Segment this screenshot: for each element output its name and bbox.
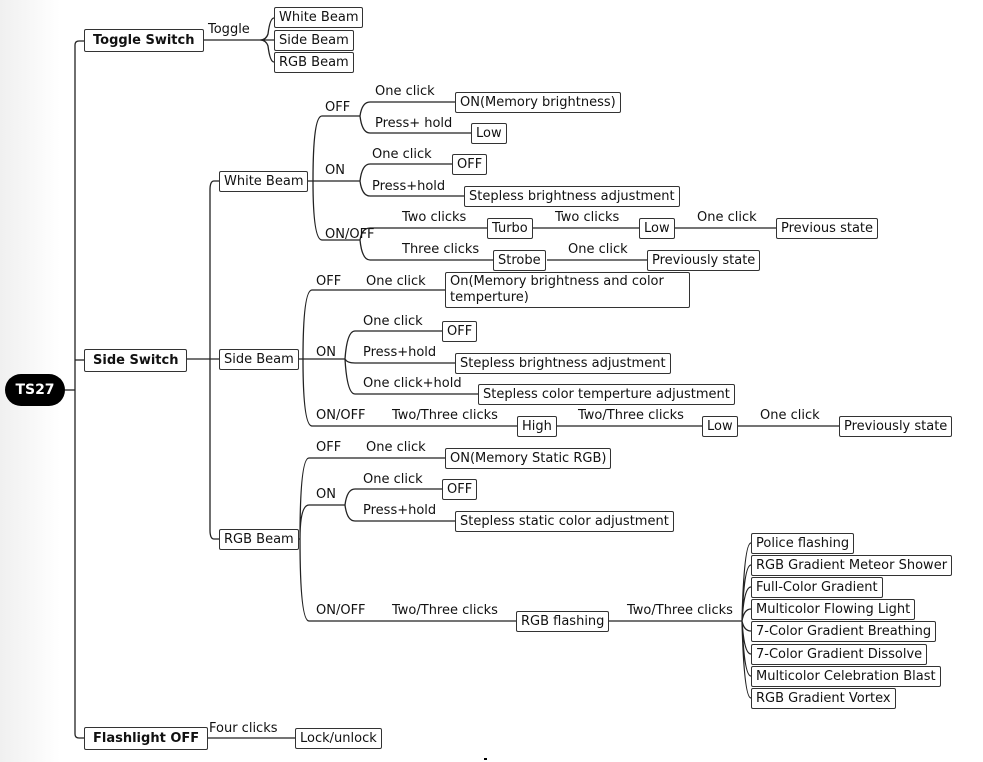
toggle-side-beam-node[interactable]: Side Beam [274,30,354,51]
edge-label: Three clicks [402,242,480,257]
edge-label: Two/Three clicks [392,603,498,618]
white-beam-off-node[interactable]: OFF [452,154,488,175]
root-node[interactable]: TS27 [5,374,65,406]
connector-side-beam [295,289,517,427]
toggle-edge-label: Toggle [208,22,250,37]
edge-label: One click [568,242,628,257]
side-beam-off-node[interactable]: OFF [442,321,478,342]
flashlight-off-node[interactable]: Flashlight OFF [84,727,209,750]
edge-label: Two clicks [402,210,467,225]
edge-label: Two clicks [555,210,620,225]
mode-rgb-gradient-vortex[interactable]: RGB Gradient Vortex [751,688,896,709]
edge-label: Two/Three clicks [392,408,498,423]
edge-label: Two/Three clicks [578,408,684,423]
side-beam-low-node[interactable]: Low [702,416,738,437]
edge-label: One click [372,147,432,162]
mode-full-color-gradient[interactable]: Full-Color Gradient [751,577,883,598]
white-beam-memory-brightness-node[interactable]: ON(Memory brightness) [455,92,621,113]
edge-label: One click [697,210,757,225]
edge-label: One click [366,440,426,455]
white-beam-previously-state-node[interactable]: Previously state [647,250,761,271]
stepless-static-color-node[interactable]: Stepless static color adjustment [455,511,674,532]
high-node[interactable]: High [517,416,557,437]
side-beam-node[interactable]: Side Beam [219,349,299,370]
lock-unlock-node[interactable]: Lock/unlock [295,728,382,749]
edge-label: Press+ hold [375,116,453,131]
white-beam-node[interactable]: White Beam [219,171,309,192]
rgb-memory-static-node[interactable]: ON(Memory Static RGB) [445,448,612,469]
side-beam-previously-state-node[interactable]: Previously state [839,416,953,437]
mode-multicolor-flowing-light[interactable]: Multicolor Flowing Light [751,599,916,620]
four-clicks-label: Four clicks [209,721,278,736]
rgb-flashing-node[interactable]: RGB flashing [516,611,610,632]
turbo-node[interactable]: Turbo [487,218,533,239]
rgb-beam-off-label: OFF [316,440,342,455]
side-beam-stepless-color-node[interactable]: Stepless color temperture adjustment [478,384,735,405]
edge-label: One click [363,314,423,329]
mode-multicolor-celebration-blast[interactable]: Multicolor Celebration Blast [751,666,941,687]
white-beam-off-label: OFF [325,100,351,115]
side-beam-off-label: OFF [316,274,342,289]
side-beam-on-label: ON [316,345,336,360]
edge-label: Press+hold [372,179,446,194]
mode-7-color-gradient-breathing[interactable]: 7-Color Gradient Breathing [751,621,937,642]
side-beam-memory-node[interactable]: On(Memory brightness and color tempertur… [445,272,690,308]
side-beam-stepless-brightness-node[interactable]: Stepless brightness adjustment [455,353,671,374]
toggle-white-beam-node[interactable]: White Beam [274,7,364,28]
side-switch-node[interactable]: Side Switch [84,349,188,372]
edge-label: One click [375,84,435,99]
white-beam-on-label: ON [325,163,345,178]
side-beam-onoff-label: ON/OFF [316,408,366,423]
edge-label: One click [363,472,423,487]
white-beam-turbo-low-node[interactable]: Low [639,218,675,239]
edge-label: One click [366,274,426,289]
edge-label: Press+hold [363,503,437,518]
toggle-switch-node[interactable]: Toggle Switch [84,29,204,52]
rgb-beam-onoff-label: ON/OFF [316,603,366,618]
rgb-beam-on-label: ON [316,487,336,502]
connector-toggle [194,17,275,63]
edge-label: Two/Three clicks [627,603,733,618]
previous-state-node[interactable]: Previous state [776,218,879,239]
rgb-beam-node[interactable]: RGB Beam [219,529,299,550]
connector-trunk [74,40,84,739]
edge-label: One click+hold [363,376,462,391]
stray-mark [484,758,487,760]
rgb-beam-off-node[interactable]: OFF [442,479,478,500]
strobe-node[interactable]: Strobe [493,250,546,271]
mode-7-color-gradient-dissolve[interactable]: 7-Color Gradient Dissolve [751,644,928,665]
white-beam-stepless-brightness-node[interactable]: Stepless brightness adjustment [464,186,680,207]
edge-label: One click [760,408,820,423]
edge-label: Press+hold [363,345,437,360]
white-beam-onoff-label: ON/OFF [325,227,375,242]
mode-police-flashing[interactable]: Police flashing [751,533,855,554]
toggle-rgb-beam-node[interactable]: RGB Beam [274,52,354,73]
mode-rgb-gradient-meteor-shower[interactable]: RGB Gradient Meteor Shower [751,555,953,576]
white-beam-low-node[interactable]: Low [471,123,507,144]
